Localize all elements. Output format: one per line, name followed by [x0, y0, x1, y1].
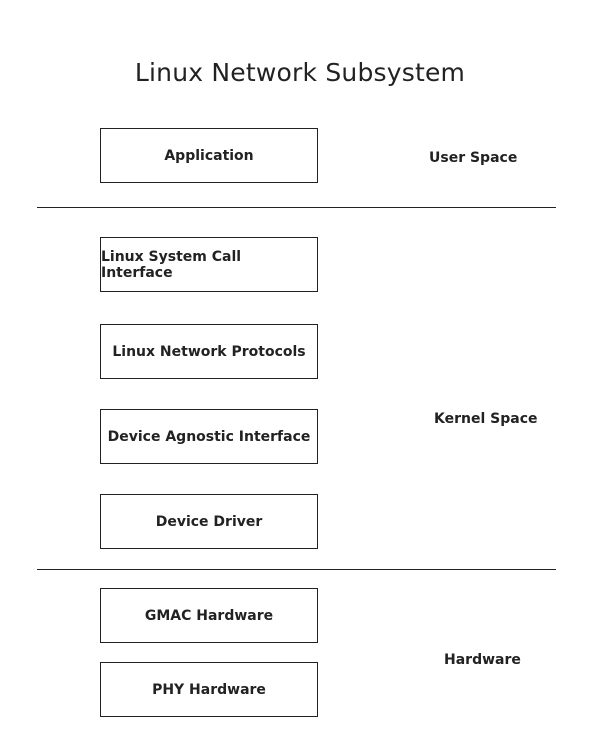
system-call-interface-box: Linux System Call Interface — [100, 237, 318, 292]
kernel-space-label: Kernel Space — [434, 411, 538, 427]
phy-hardware-box: PHY Hardware — [100, 662, 318, 717]
diagram-title: Linux Network Subsystem — [134, 58, 466, 87]
network-protocols-box: Linux Network Protocols — [100, 324, 318, 379]
user-space-label: User Space — [429, 150, 518, 166]
user-kernel-divider — [37, 207, 556, 208]
gmac-hardware-box: GMAC Hardware — [100, 588, 318, 643]
device-driver-box: Device Driver — [100, 494, 318, 549]
application-box: Application — [100, 128, 318, 183]
kernel-hardware-divider — [37, 569, 556, 570]
device-agnostic-interface-box: Device Agnostic Interface — [100, 409, 318, 464]
hardware-label: Hardware — [444, 652, 521, 668]
